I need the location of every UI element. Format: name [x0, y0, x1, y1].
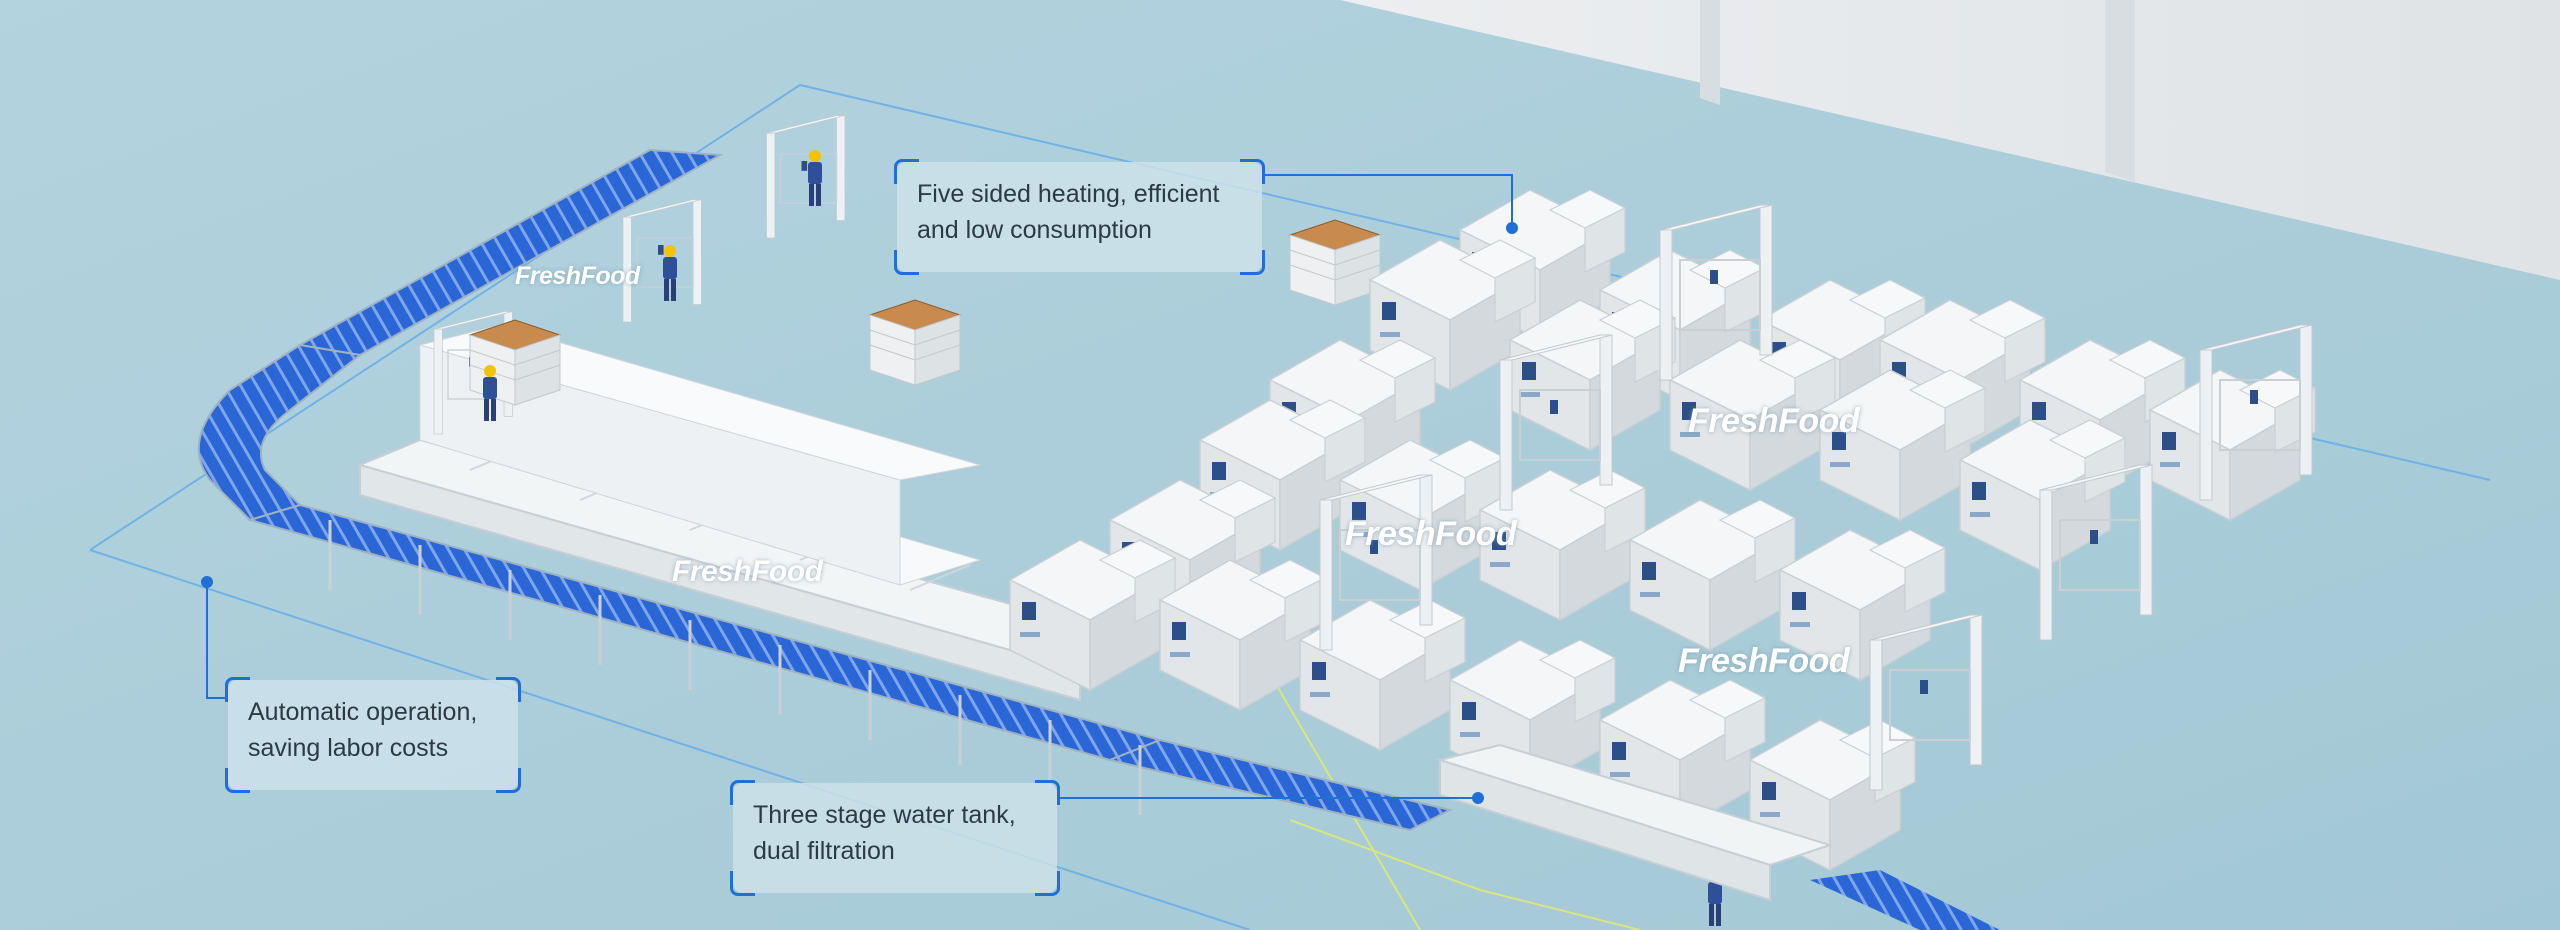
callout-heating-line-2: and low consumption	[917, 216, 1152, 244]
brand-watermark-3: FreshFood	[1345, 515, 1517, 553]
callout-water-tank-line-2: dual filtration	[753, 837, 895, 865]
callout-automation: Automatic operation, saving labor costs	[225, 677, 521, 793]
brand-watermark-5: FreshFood	[1678, 642, 1850, 680]
callout-heating: Five sided heating, efficient and low co…	[894, 159, 1265, 275]
callout-heating-line-1: Five sided heating, efficient	[917, 180, 1220, 208]
heating-marker-dot	[1506, 222, 1518, 234]
callout-automation-line-2: saving labor costs	[248, 734, 449, 762]
automation-marker-dot	[201, 576, 213, 588]
callout-water-tank: Three stage water tank, dual filtration	[730, 780, 1060, 896]
brand-watermark-2: FreshFood	[672, 555, 823, 588]
brand-watermark-1: FreshFood	[515, 262, 640, 290]
brand-watermark-4: FreshFood	[1688, 402, 1860, 440]
callout-automation-line-1: Automatic operation,	[248, 698, 478, 726]
callout-water-tank-line-1: Three stage water tank,	[753, 801, 1016, 829]
water-tank-marker-dot	[1472, 792, 1484, 804]
